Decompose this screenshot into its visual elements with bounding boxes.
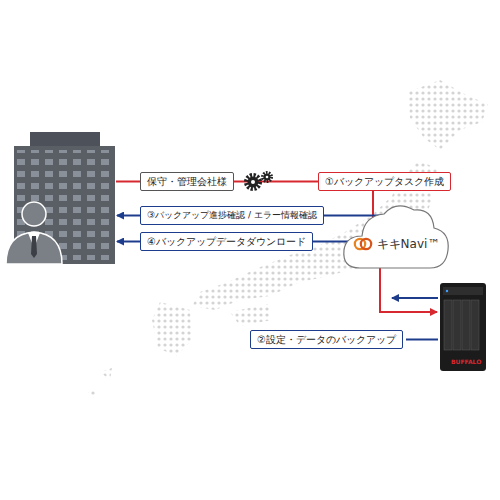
box-text: 保守・管理会社様 [147, 176, 227, 187]
box-text: ④バックアップデータダウンロード [147, 236, 306, 247]
service-name: キキNavi™ [377, 236, 440, 253]
nas-device [440, 283, 486, 371]
cloud-service: キキNavi™ [340, 198, 452, 276]
nas-leader [406, 339, 438, 341]
box-text: ③バックアップ進捗確認 / エラー情報確認 [147, 210, 317, 220]
step-box: ③バックアップ進捗確認 / エラー情報確認 [140, 206, 324, 225]
step-box: ①バックアップタスク作成 [318, 172, 451, 191]
gear-icon [242, 169, 276, 193]
brand-mark: BUFFALO [451, 358, 481, 365]
company-line [116, 181, 140, 183]
box-text: ①バックアップタスク作成 [325, 176, 444, 187]
step-box: ②設定・データのバックアップ [250, 330, 403, 349]
company-label: 保守・管理会社様 [140, 172, 234, 191]
box-text: ②設定・データのバックアップ [257, 334, 396, 345]
return-arrow [117, 215, 140, 217]
backup-return-arrow [392, 297, 438, 299]
return-arrow [117, 241, 140, 243]
step-box: ④バックアップデータダウンロード [140, 232, 313, 251]
service-logo [353, 236, 373, 252]
person-icon [6, 202, 62, 264]
